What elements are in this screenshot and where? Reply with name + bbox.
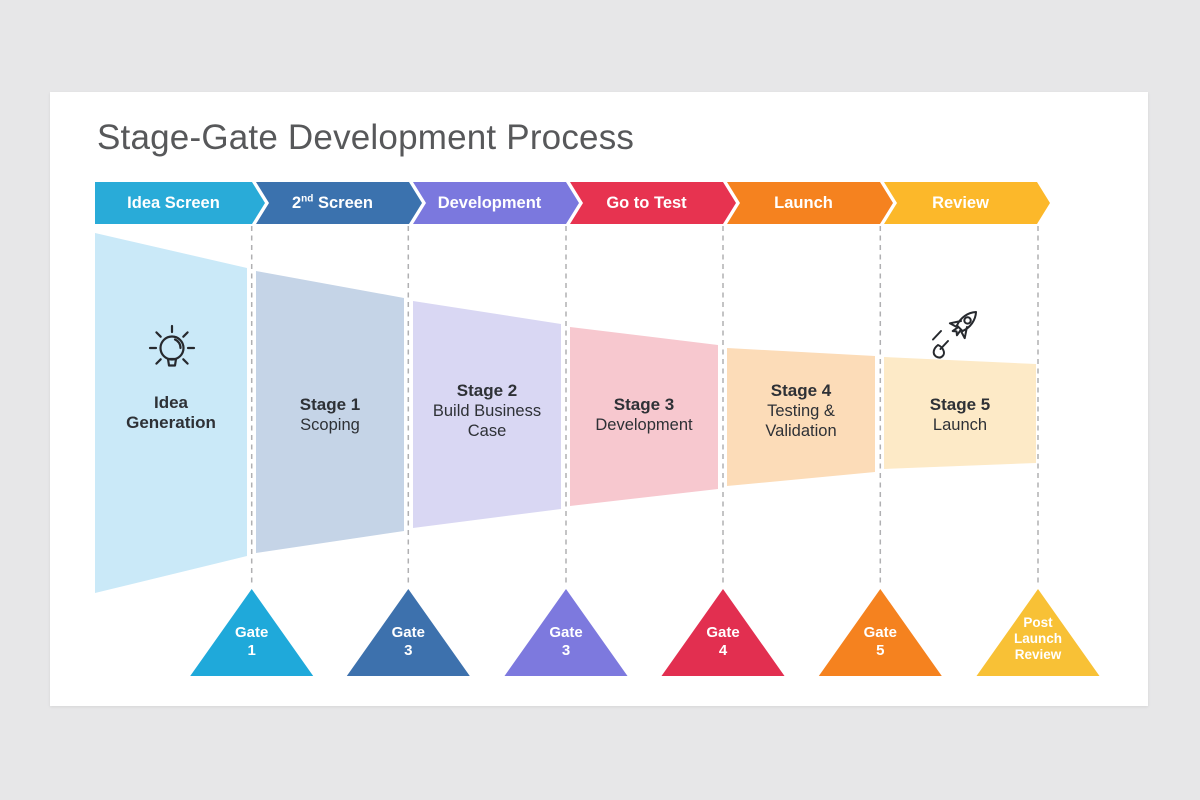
gate-triangle-4 [661,589,785,676]
stage-label-stage-1: Stage 1 Scoping [299,395,361,434]
stage-label-stage-2: Stage 2 Build Business Case [432,381,542,440]
stage-label-stage-4: Stage 4 Testing & Validation [765,381,837,440]
gate-triangle-2 [346,589,470,676]
banner-label-launch: Launch [774,193,833,212]
funnel-segment-stage-4 [727,348,875,486]
gate-triangle-post-launch [976,589,1100,676]
banner-label-review: Review [932,193,989,212]
gate-triangle-1 [190,589,314,676]
lightbulb-icon [148,324,196,367]
banner-arrow-go-to-test [570,182,736,224]
stage-label-stage-3: Stage 3 Development [595,395,693,434]
gate-divider-lines [250,226,1039,584]
banner-arrow-review [884,182,1050,224]
banner-arrow-2nd-screen [256,182,422,224]
banner-label-go-to-test: Go to Test [606,193,687,212]
funnel-segment-stage-2 [413,301,561,528]
funnel-segment-idea-generation [95,233,247,593]
stage-label-stage-5: Stage 5 Launch [929,395,991,434]
gate-triangle-3 [504,589,628,676]
funnel-segment-stage-1 [256,271,404,553]
banner-label-idea-screen: Idea Screen [127,193,220,212]
banner-arrow-launch [727,182,893,224]
page-title: Stage-Gate Development Process [97,118,635,157]
banner-arrow-development [413,182,579,224]
funnel-segment-stage-5 [884,357,1036,469]
gate-triangle-5 [818,589,942,676]
banner-arrow-idea-screen [95,182,265,224]
funnel-segment-stage-3 [570,327,718,506]
banner-label-2nd-screen: 2nd Screen [291,193,374,212]
banner-label-development: Development [437,193,542,212]
rocket-icon [932,310,978,359]
stage-label-idea-generation: Idea Generation [126,393,216,432]
